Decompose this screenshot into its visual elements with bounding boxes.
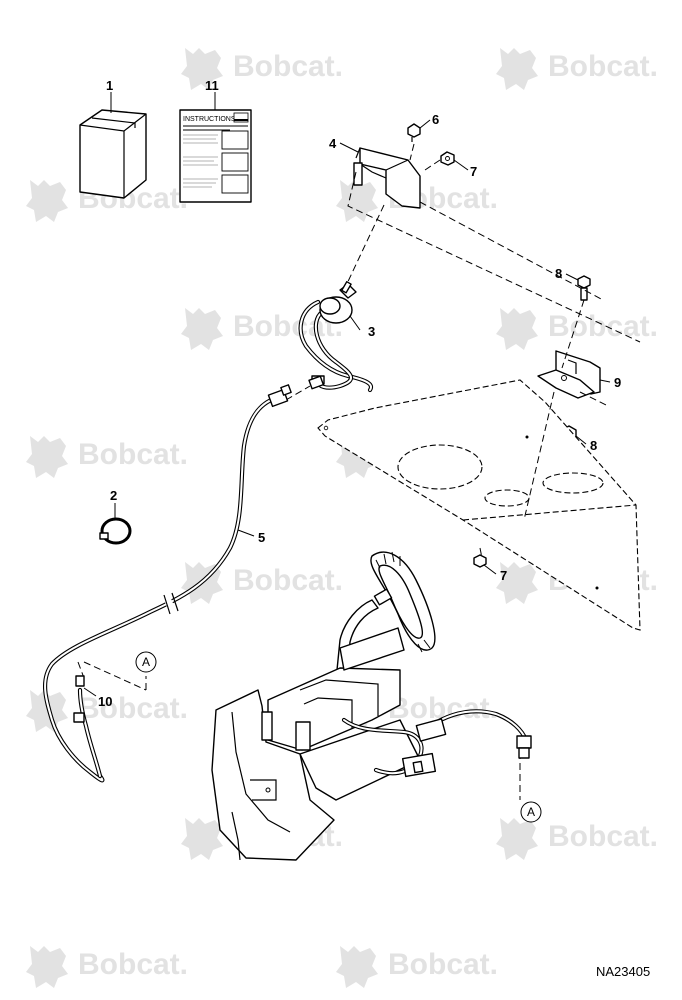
callout-3: 3 bbox=[368, 324, 375, 339]
svg-text:A: A bbox=[142, 655, 150, 669]
bobcat-watermark-text: Bobcat. bbox=[233, 50, 343, 83]
callout-9: 9 bbox=[614, 375, 621, 390]
callout-8-bottom: 8 bbox=[590, 438, 597, 453]
bobcat-watermark-logo: Bobcat. bbox=[26, 436, 188, 478]
machine-frame bbox=[211, 551, 532, 861]
bobcat-head-icon bbox=[336, 180, 378, 222]
callout-7-top: 7 bbox=[470, 164, 477, 179]
bobcat-watermark-text: Bobcat. bbox=[548, 820, 658, 853]
callout-4: 4 bbox=[329, 136, 337, 151]
bobcat-head-icon bbox=[26, 946, 68, 988]
bobcat-watermark-text: Bobcat. bbox=[233, 564, 343, 597]
bobcat-head-icon bbox=[26, 180, 68, 222]
callout-5: 5 bbox=[258, 530, 265, 545]
bobcat-head-icon bbox=[181, 308, 223, 350]
bobcat-watermark-text: Bobcat. bbox=[78, 438, 188, 471]
bobcat-watermark-logo: Bobcat. bbox=[181, 308, 343, 350]
bobcat-watermark-logo: Bobcat. bbox=[26, 690, 188, 732]
kit-box bbox=[79, 109, 147, 199]
figure-id: NA23405 bbox=[596, 964, 650, 979]
bobcat-watermark-text: Bobcat. bbox=[78, 692, 188, 725]
bobcat-watermark-logo: Bobcat. bbox=[181, 562, 343, 604]
screw-top bbox=[407, 123, 421, 142]
bobcat-head-icon bbox=[26, 690, 68, 732]
bobcat-watermark-logo: Bobcat. bbox=[496, 48, 658, 90]
callout-6: 6 bbox=[432, 112, 439, 127]
connection-ref-bottom: A bbox=[520, 801, 542, 823]
callout-2: 2 bbox=[110, 488, 117, 503]
bobcat-head-icon bbox=[496, 562, 538, 604]
bobcat-head-icon bbox=[336, 946, 378, 988]
bobcat-head-icon bbox=[181, 818, 223, 860]
bobcat-watermark-text: Bobcat. bbox=[548, 310, 658, 343]
nut-lower bbox=[473, 554, 487, 568]
mounting-bracket-upper bbox=[353, 147, 421, 209]
bolt-upper bbox=[577, 275, 591, 301]
sensor-assembly bbox=[298, 280, 374, 393]
callout-labels: 1 11 4 6 7 3 8 9 8 2 5 7 10 bbox=[98, 78, 621, 709]
leader-lines bbox=[83, 92, 611, 697]
instructions-heading: INSTRUCTIONS bbox=[183, 116, 236, 123]
mounting-bracket-lower bbox=[537, 350, 601, 399]
callout-7-bottom: 7 bbox=[500, 568, 507, 583]
bobcat-watermark-logo: Bobcat. bbox=[496, 308, 658, 350]
bobcat-watermark-text: Bobcat. bbox=[78, 948, 188, 981]
callout-10: 10 bbox=[98, 694, 112, 709]
bobcat-head-icon bbox=[496, 308, 538, 350]
callout-8-top: 8 bbox=[555, 266, 562, 281]
bobcat-watermark-text: Bobcat. bbox=[388, 948, 498, 981]
callout-11: 11 bbox=[205, 78, 219, 93]
bobcat-head-icon bbox=[496, 818, 538, 860]
bobcat-watermark-logo: Bobcat. bbox=[496, 818, 658, 860]
bobcat-watermark-logo: Bobcat. bbox=[181, 48, 343, 90]
callout-1: 1 bbox=[106, 78, 113, 93]
wire-harness bbox=[43, 375, 325, 783]
mounting-panel bbox=[317, 379, 641, 631]
instructions-sheet: INSTRUCTIONS bbox=[179, 109, 252, 203]
connection-ref-top: A bbox=[135, 651, 157, 673]
bobcat-head-icon bbox=[26, 436, 68, 478]
bobcat-watermark-text: Bobcat. bbox=[548, 50, 658, 83]
svg-text:A: A bbox=[527, 805, 535, 819]
hose-clamp bbox=[99, 517, 132, 545]
nut-top bbox=[440, 151, 455, 166]
bobcat-watermark-logo: Bobcat. bbox=[26, 946, 188, 988]
bobcat-head-icon bbox=[496, 48, 538, 90]
bobcat-watermark-logo: Bobcat. bbox=[336, 946, 498, 988]
bobcat-head-icon bbox=[181, 48, 223, 90]
